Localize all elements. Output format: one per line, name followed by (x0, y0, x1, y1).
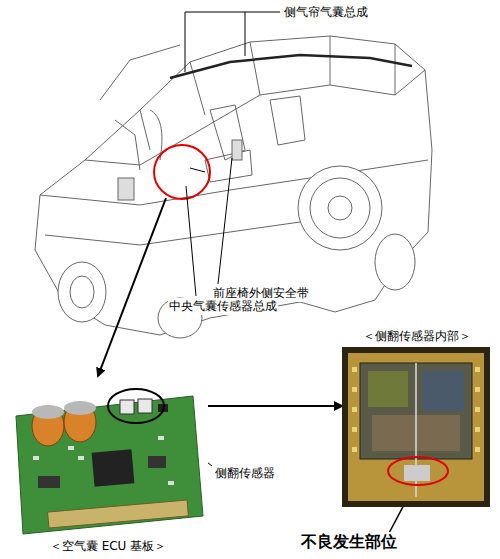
part-label: 中央气囊传感器总成 (168, 298, 278, 315)
connector-arrow (208, 405, 342, 407)
sensor-die-photo (342, 347, 490, 507)
part-label: 侧翻传感器 (214, 465, 276, 482)
sensor-internal: ＜侧翻传感器内部＞ (342, 326, 492, 507)
defect-label: 不良发生部位 (300, 532, 398, 553)
ecu-board-photo (8, 386, 208, 536)
photo-caption: ＜空气囊 ECU 基板＞ (8, 536, 208, 557)
ecu-board: ＜空气囊 ECU 基板＞ (8, 386, 208, 557)
part-label: 侧气帘气囊总成 (283, 4, 369, 21)
photo-caption: ＜侧翻传感器内部＞ (342, 326, 492, 347)
